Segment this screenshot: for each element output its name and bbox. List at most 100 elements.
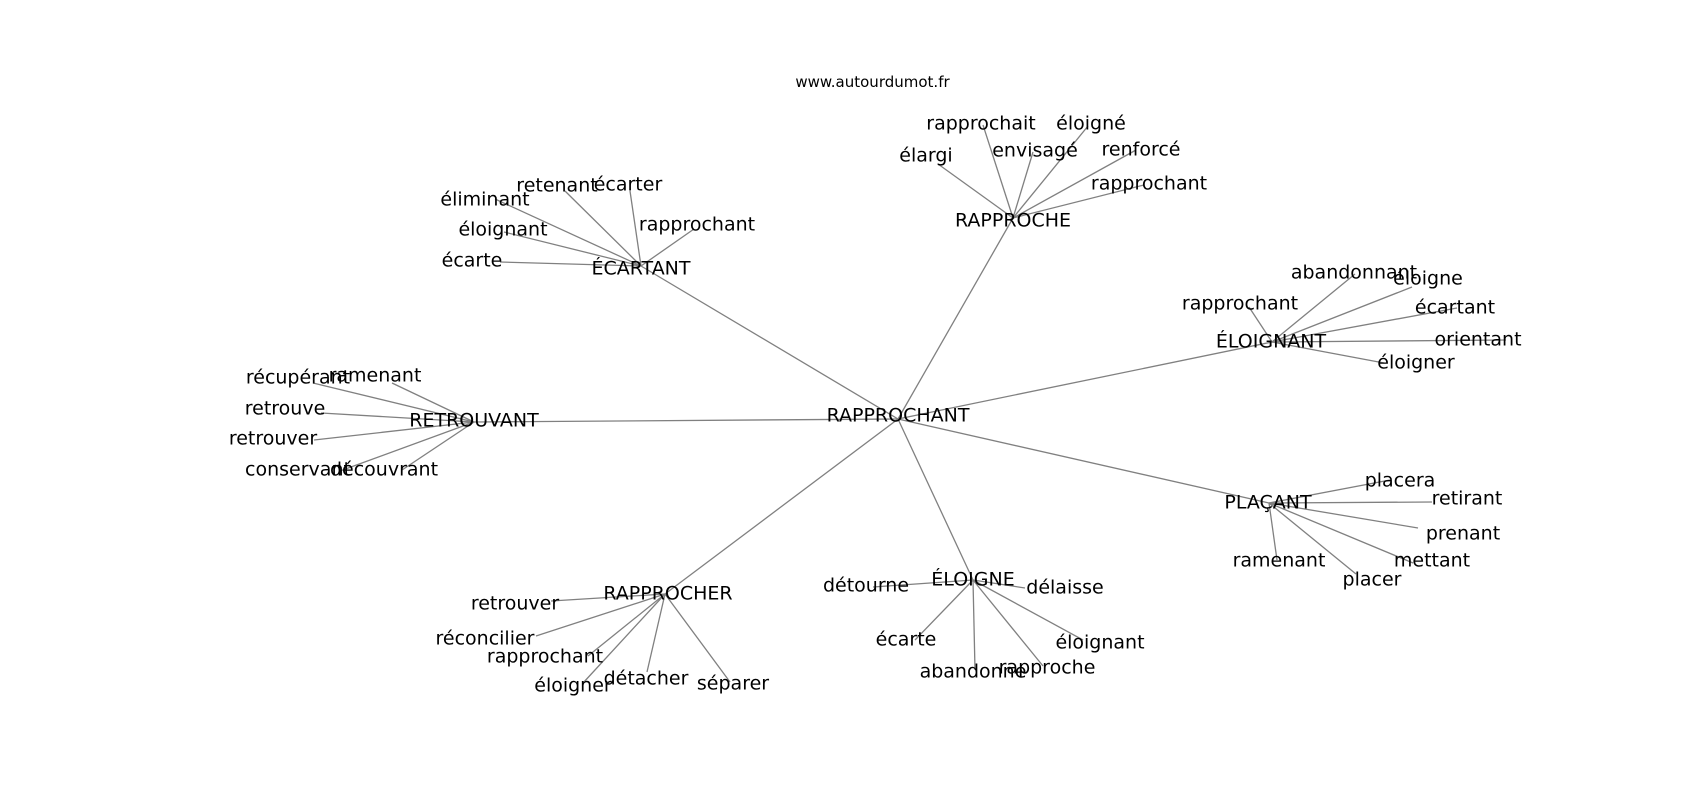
leaf-node-label[interactable]: découvrant bbox=[330, 459, 438, 481]
edge-hub-leaf bbox=[1012, 149, 1137, 219]
edge-hub-leaf bbox=[401, 421, 475, 471]
edge-hub-leaf bbox=[1268, 502, 1419, 529]
edge-hub-leaf bbox=[972, 579, 976, 671]
edge-hub-leaf bbox=[1268, 479, 1391, 504]
leaf-node-label[interactable]: éloigner bbox=[1377, 352, 1455, 374]
leaf-node-label[interactable]: rapprochant bbox=[1091, 173, 1207, 195]
leaf-node-label[interactable]: retirant bbox=[1432, 488, 1503, 510]
leaf-node-label[interactable]: éloigne bbox=[1393, 268, 1463, 290]
edge-hub-leaf bbox=[1248, 306, 1273, 343]
edge-hub-leaf bbox=[1268, 502, 1414, 564]
leaf-node-label[interactable]: rapprochant bbox=[487, 646, 603, 668]
leaf-node-label[interactable]: prenant bbox=[1426, 523, 1500, 545]
edge-root-hub bbox=[473, 418, 899, 423]
leaf-node-label[interactable]: mettant bbox=[1394, 550, 1470, 572]
edge-hub-leaf bbox=[872, 579, 974, 588]
leaf-node-label[interactable]: écarter bbox=[594, 174, 663, 196]
hub-node-label[interactable]: ÉCARTANT bbox=[591, 257, 690, 280]
leaf-node-label[interactable]: orientant bbox=[1434, 329, 1521, 351]
edge-hub-leaf bbox=[550, 593, 666, 602]
hub-node-label[interactable]: RETROUVANT bbox=[409, 410, 539, 432]
leaf-node-label[interactable]: rapproche bbox=[999, 657, 1096, 679]
leaf-node-label[interactable]: placera bbox=[1365, 470, 1436, 492]
leaf-node-label[interactable]: éloigné bbox=[1056, 113, 1126, 135]
hub-node-label[interactable]: PLAÇANT bbox=[1224, 492, 1312, 514]
leaf-node-label[interactable]: renforcé bbox=[1102, 139, 1181, 161]
leaf-node-label[interactable]: écartant bbox=[1415, 297, 1495, 319]
leaf-node-label[interactable]: détourne bbox=[823, 575, 909, 597]
edge-hub-leaf bbox=[1012, 151, 1034, 219]
edge-hub-leaf bbox=[972, 579, 1026, 589]
edge-hub-leaf bbox=[1268, 502, 1278, 561]
edge-hub-leaf bbox=[1012, 184, 1145, 219]
leaf-node-label[interactable]: placer bbox=[1343, 569, 1402, 591]
edge-hub-leaf bbox=[664, 593, 731, 683]
leaf-node-label[interactable]: élargi bbox=[899, 145, 952, 167]
leaf-node-label[interactable]: rapprochant bbox=[1182, 293, 1298, 315]
leaf-node-label[interactable]: conservant bbox=[245, 459, 351, 481]
edge-hub-leaf bbox=[1271, 307, 1458, 343]
source-watermark: www.autourdumot.fr bbox=[795, 73, 950, 91]
leaf-node-label[interactable]: retenant bbox=[516, 175, 597, 197]
leaf-node-label[interactable]: séparer bbox=[697, 673, 769, 695]
leaf-node-label[interactable]: récupérant bbox=[246, 367, 350, 389]
leaf-node-label[interactable]: abandonnant bbox=[1291, 262, 1417, 284]
edge-hub-leaf bbox=[972, 579, 1084, 641]
leaf-node-label[interactable]: rapprochant bbox=[639, 214, 755, 236]
edge-hub-leaf bbox=[339, 421, 475, 472]
hub-node-label[interactable]: ÉLOIGNANT bbox=[1216, 330, 1327, 353]
edge-root-hub bbox=[897, 217, 1014, 420]
edge-hub-leaf bbox=[564, 190, 642, 267]
edge-hub-leaf bbox=[914, 579, 974, 641]
leaf-node-label[interactable]: retrouver bbox=[471, 593, 560, 615]
hub-node-label[interactable]: RAPPROCHER bbox=[603, 583, 732, 605]
leaf-node-label[interactable]: ramenant bbox=[1233, 550, 1326, 572]
edge-hub-leaf bbox=[1271, 273, 1356, 343]
leaf-node-label[interactable]: abandonne bbox=[920, 661, 1027, 683]
hub-node-label[interactable]: ÉLOIGNE bbox=[931, 568, 1014, 591]
edge-hub-leaf bbox=[582, 593, 666, 684]
edge-hub-leaf bbox=[494, 198, 642, 267]
leaf-node-label[interactable]: délaisse bbox=[1026, 577, 1103, 599]
edge-hub-leaf bbox=[1271, 286, 1413, 343]
edge-hub-leaf bbox=[1271, 339, 1507, 343]
edge-hub-leaf bbox=[972, 579, 1044, 667]
root-node-label[interactable]: RAPPROCHANT bbox=[827, 405, 970, 427]
graph-labels: RAPPROCHANT RAPPROCHE rapprochait éloigné él… bbox=[229, 113, 1522, 697]
hub-node-label[interactable]: RAPPROCHE bbox=[955, 210, 1071, 232]
edge-hub-leaf bbox=[646, 593, 666, 673]
leaf-node-label[interactable]: écarte bbox=[442, 250, 503, 272]
edge-hub-leaf bbox=[499, 261, 642, 267]
edge-hub-leaf bbox=[320, 412, 475, 423]
edge-hub-leaf bbox=[313, 421, 475, 441]
edge-root-hub bbox=[897, 418, 1270, 504]
leaf-node-label[interactable]: détacher bbox=[604, 668, 689, 690]
edge-root-hub bbox=[664, 418, 899, 595]
leaf-node-label[interactable]: réconcilier bbox=[436, 628, 535, 650]
edge-hub-leaf bbox=[391, 382, 475, 423]
leaf-node-label[interactable]: éloignant bbox=[1055, 632, 1144, 654]
leaf-node-label[interactable]: éloignant bbox=[458, 219, 547, 241]
leaf-node-label[interactable]: écarte bbox=[876, 629, 937, 651]
edge-hub-leaf bbox=[535, 593, 666, 637]
edge-root-hub bbox=[640, 265, 899, 420]
leaf-node-label[interactable]: éloigner bbox=[534, 675, 612, 697]
leaf-node-label[interactable]: ramenant bbox=[329, 365, 422, 387]
leaf-node-label[interactable]: éliminant bbox=[440, 189, 529, 211]
edge-hub-leaf bbox=[1271, 341, 1385, 364]
edge-hub-leaf bbox=[640, 228, 695, 267]
leaf-node-label[interactable]: retrouve bbox=[245, 398, 326, 420]
edge-root-hub bbox=[897, 418, 974, 581]
leaf-node-label[interactable]: rapprochait bbox=[926, 113, 1035, 135]
edge-hub-leaf bbox=[587, 593, 666, 657]
edge-hub-leaf bbox=[982, 124, 1014, 219]
edge-hub-leaf bbox=[1012, 125, 1089, 219]
edge-hub-leaf bbox=[937, 163, 1014, 219]
leaf-node-label[interactable]: retrouver bbox=[229, 428, 318, 450]
leaf-node-label[interactable]: envisagé bbox=[992, 140, 1078, 162]
edge-hub-leaf bbox=[629, 190, 642, 267]
graph-edges bbox=[312, 124, 1507, 684]
edge-hub-leaf bbox=[1268, 502, 1357, 575]
